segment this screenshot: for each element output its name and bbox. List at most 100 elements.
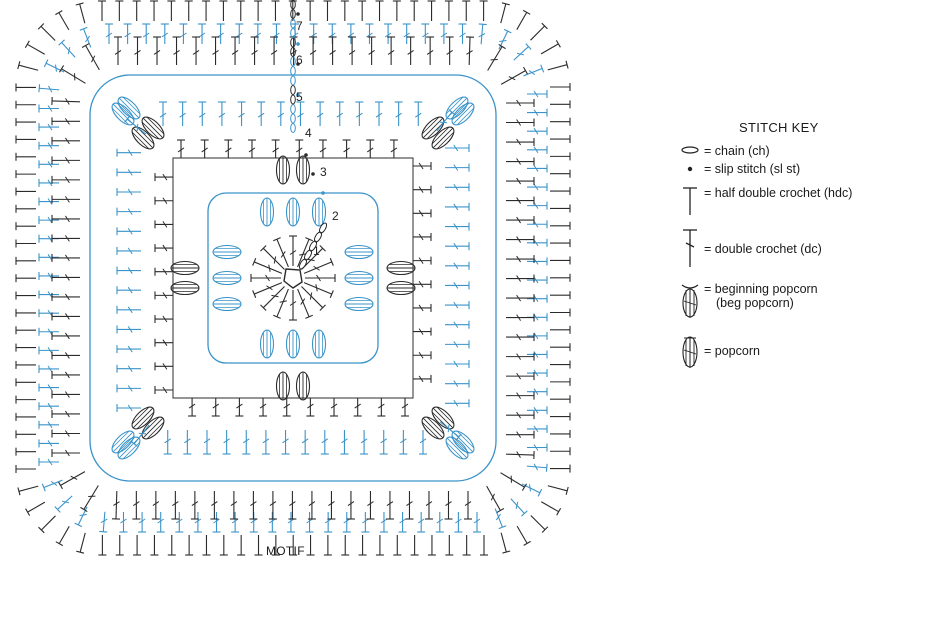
dc-bar	[516, 177, 522, 185]
dc-bar	[61, 500, 70, 504]
hdc-stitch	[516, 525, 528, 544]
dc-bar	[289, 250, 297, 255]
dc-bar	[499, 40, 507, 42]
stitch-top	[74, 522, 83, 528]
dc-stitch	[500, 70, 526, 85]
dc-bar	[445, 501, 452, 507]
dc-stitch	[303, 282, 333, 295]
dc-bar	[533, 90, 539, 98]
dc-bar	[64, 391, 70, 398]
stitch-top	[501, 2, 510, 6]
dc-bar	[418, 186, 424, 193]
stitch-top	[260, 245, 267, 252]
dc-bar	[176, 518, 183, 524]
dc-bar	[67, 46, 71, 55]
popcorn-post	[131, 131, 150, 150]
dc-bar	[516, 119, 522, 126]
dc-bar	[533, 295, 539, 302]
dc-bar	[127, 188, 133, 196]
dc-bar	[418, 328, 424, 335]
dc-bar	[127, 345, 133, 353]
dc-bar	[250, 518, 258, 524]
dc-bar	[134, 49, 141, 55]
round-2-frame	[172, 157, 414, 399]
dc-bar	[516, 392, 522, 399]
dc-stitch	[133, 424, 150, 445]
chain-stitch	[290, 94, 296, 105]
dc-bar	[453, 341, 459, 348]
dc-bar	[533, 407, 539, 414]
chain-stitch	[290, 75, 296, 86]
dc-bar	[259, 403, 267, 409]
dc-bar	[64, 254, 70, 262]
dc-bar	[378, 403, 385, 409]
dc-bar	[127, 385, 133, 392]
popcorn-post	[112, 431, 134, 453]
dc-bar	[127, 286, 133, 294]
dc-bar	[271, 294, 279, 298]
dc-bar	[516, 353, 522, 360]
popcorn-post	[436, 131, 455, 150]
stitch-top	[565, 486, 569, 495]
dc-bar	[47, 272, 53, 280]
dc-bar	[309, 49, 317, 55]
dc-bar	[159, 112, 167, 118]
dc-bar	[533, 202, 539, 209]
dc-bar	[300, 298, 306, 305]
dc-bar	[439, 121, 448, 124]
popcorn-stitch	[259, 197, 275, 227]
dc-stitch	[102, 511, 106, 532]
dc-bar	[55, 64, 57, 72]
dc-bar	[273, 32, 280, 38]
stitch-top	[38, 84, 41, 93]
popcorn-outline	[131, 406, 155, 430]
dc-bar	[289, 301, 297, 306]
stitch-top	[17, 487, 21, 496]
dc-bar	[223, 438, 230, 444]
chain-stitch	[290, 66, 296, 76]
dc-bar	[100, 518, 108, 523]
dc-bar	[257, 112, 265, 118]
dc-bar	[198, 112, 206, 118]
dc-bar	[64, 352, 70, 359]
dc-bar	[387, 49, 395, 55]
dc-bar	[153, 49, 161, 55]
stitch-top	[75, 2, 84, 6]
dc-bar	[490, 493, 495, 501]
dc-bar	[105, 32, 113, 38]
dc-bar	[133, 501, 140, 507]
dc-bar	[64, 371, 70, 379]
popcorn-outline	[111, 430, 135, 454]
stitch-top	[455, 433, 462, 441]
popcorn-stitch	[311, 329, 327, 359]
stitch-top	[521, 483, 528, 491]
popcorn-stitch	[295, 155, 311, 185]
dc-bar	[127, 404, 133, 412]
dc-bar	[201, 147, 208, 153]
double-crochet-icon	[678, 228, 702, 268]
beginning-popcorn-icon	[678, 282, 702, 320]
dc-bar	[162, 197, 168, 205]
dc-bar	[192, 49, 200, 55]
stitch-top	[260, 304, 267, 311]
dc-bar	[453, 262, 459, 270]
outer-rounds	[15, 0, 571, 556]
dc-bar	[64, 332, 70, 340]
chain-stitch	[290, 56, 296, 67]
stitch-top	[525, 43, 532, 50]
stitch-top	[252, 290, 257, 298]
dc-bar	[400, 438, 407, 444]
dc-bar	[310, 32, 317, 38]
dc-bar	[47, 123, 53, 131]
stitch-top	[24, 40, 30, 49]
hdc-stitch	[79, 3, 86, 24]
dc-bar	[162, 386, 168, 394]
popcorn-stitch	[344, 244, 374, 260]
dc-bar	[306, 518, 313, 524]
stitch-top	[478, 23, 487, 26]
hdc-stitch	[58, 526, 70, 544]
dc-bar	[330, 403, 338, 409]
popcorn-post	[136, 411, 155, 430]
dc-bar	[127, 208, 133, 215]
